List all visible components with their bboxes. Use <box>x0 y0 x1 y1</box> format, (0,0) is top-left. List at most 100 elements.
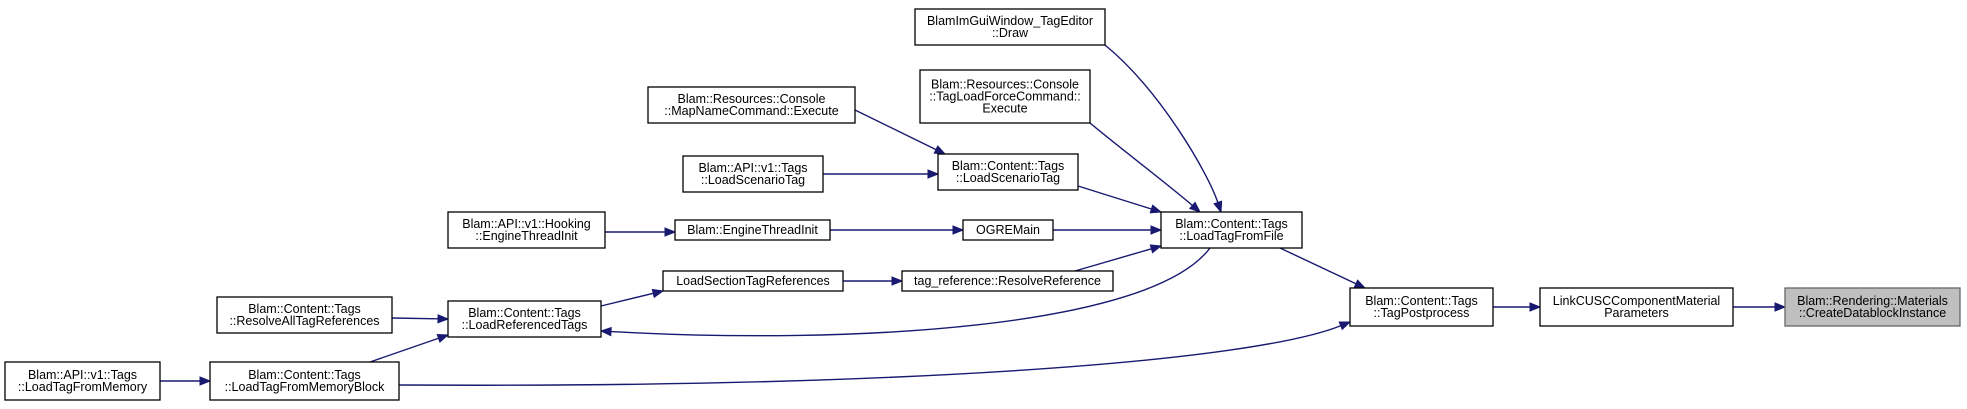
edge-tagpostprocess-to-linkcusc <box>1493 302 1542 312</box>
node-label-line: Blam::API::v1::Tags <box>28 368 137 382</box>
node-loadtagfromfile[interactable]: Blam::Content::Tags::LoadTagFromFile <box>1160 211 1303 249</box>
edge-line <box>1279 247 1357 285</box>
node-label-line: ::TagLoadForceCommand:: <box>929 90 1080 104</box>
edge-imgui-to-loadtagfromfile <box>1104 44 1223 214</box>
node-label-line: ::LoadTagFromMemory <box>18 380 148 394</box>
edge-arrowhead <box>437 314 450 324</box>
edge-line <box>398 325 1341 386</box>
node-box <box>1539 287 1734 327</box>
edge-arrowhead <box>933 145 947 155</box>
edge-arrowhead <box>952 225 965 235</box>
edge-line <box>600 292 654 307</box>
node-ogremain[interactable]: OGREMain <box>962 219 1054 241</box>
edge-tagloadforce-to-loadtagfromfile <box>1089 122 1202 213</box>
node-box <box>914 8 1106 46</box>
node-label-line: Blam::API::v1::Tags <box>698 161 807 175</box>
node-contentloadscenario[interactable]: Blam::Content::Tags::LoadScenarioTag <box>937 153 1079 191</box>
node-enginethreadinit[interactable]: Blam::EngineThreadInit <box>674 219 831 241</box>
node-mapname[interactable]: Blam::Resources::Console::MapNameCommand… <box>647 86 856 124</box>
node-label-line: BlamImGuiWindow_TagEditor <box>927 14 1093 28</box>
node-label-line: LoadSectionTagReferences <box>676 274 830 288</box>
node-label-line: ::EngineThreadInit <box>475 229 578 243</box>
node-label-line: ::LoadTagFromMemoryBlock <box>225 380 386 394</box>
edge-loadreferencedtags-to-loadsectiontagrefs <box>600 288 665 307</box>
node-tagpostprocess[interactable]: Blam::Content::Tags::TagPostprocess <box>1349 287 1494 327</box>
node-box <box>1160 211 1303 249</box>
node-box <box>682 155 824 193</box>
node-label-line: Blam::Rendering::Materials <box>1797 294 1948 308</box>
edge-loadtagfrommemoryblock-to-tagpostprocess <box>398 321 1352 386</box>
edge-loadtagfromfile-to-loadreferencedtags <box>599 247 1211 337</box>
node-label-line: Blam::API::v1::Hooking <box>462 217 591 231</box>
node-hooking[interactable]: Blam::API::v1::Hooking::EngineThreadInit <box>447 211 606 249</box>
node-tagloadforce[interactable]: Blam::Resources::Console::TagLoadForceCo… <box>919 69 1091 124</box>
node-box <box>447 211 606 249</box>
node-loadreferencedtags[interactable]: Blam::Content::Tags::LoadReferencedTags <box>447 300 602 338</box>
node-label-line: ::MapNameCommand::Execute <box>664 104 838 118</box>
node-box <box>4 361 161 401</box>
edge-arrowhead <box>1188 201 1202 213</box>
edge-line <box>854 109 937 151</box>
node-loadsectiontagrefs[interactable]: LoadSectionTagReferences <box>662 270 844 292</box>
node-box <box>647 86 856 124</box>
node-box <box>1349 287 1494 327</box>
node-label-line: Blam::Content::Tags <box>952 159 1065 173</box>
edge-resolvealltagrefs-to-loadreferencedtags <box>391 314 450 324</box>
edge-arrowhead <box>1774 302 1787 312</box>
edge-apiloadtagfrommemory-to-loadtagfrommemoryblock <box>160 376 212 386</box>
node-box <box>209 361 400 401</box>
edge-line <box>1074 248 1152 272</box>
node-label-line: Blam::Resources::Console <box>931 78 1079 92</box>
node-box <box>937 153 1079 191</box>
node-box <box>662 270 844 292</box>
edge-line <box>391 317 439 320</box>
node-box <box>447 300 602 338</box>
node-label-line: Execute <box>982 102 1027 116</box>
edge-arrowhead <box>651 288 665 299</box>
node-box <box>962 219 1054 241</box>
node-label-line: OGREMain <box>976 223 1040 237</box>
edge-arrowhead <box>1150 225 1163 235</box>
node-apiloadtagfrommemory[interactable]: Blam::API::v1::Tags::LoadTagFromMemory <box>4 361 161 401</box>
edge-linkcusc-to-createdatablock <box>1733 302 1787 312</box>
node-imgui[interactable]: BlamImGuiWindow_TagEditor::Draw <box>914 8 1106 46</box>
node-label-line: Blam::Content::Tags <box>468 306 581 320</box>
edge-line <box>369 337 439 363</box>
node-box <box>216 296 393 334</box>
edge-line <box>1089 122 1193 206</box>
node-resolvealltagrefs[interactable]: Blam::Content::Tags::ResolveAllTagRefere… <box>216 296 393 334</box>
edge-loadsectiontagrefs-to-resolvereference <box>843 276 904 286</box>
edge-contentloadscenario-to-loadtagfromfile <box>1077 185 1163 214</box>
edge-arrowhead <box>1529 302 1542 312</box>
edge-apiloadscenario-to-contentloadscenario <box>823 169 940 179</box>
edge-loadtagfrommemoryblock-to-loadreferencedtags <box>369 333 450 363</box>
node-label-line: LinkCUSCComponentMaterial <box>1553 294 1720 308</box>
edge-arrowhead <box>199 376 212 386</box>
node-label-line: ::Draw <box>992 26 1029 40</box>
node-label-line: Blam::Resources::Console <box>678 92 826 106</box>
edge-arrowhead <box>1149 244 1163 254</box>
edge-resolvereference-to-loadtagfromfile <box>1074 244 1163 272</box>
node-createdatablock[interactable]: Blam::Rendering::Materials::CreateDatabl… <box>1784 287 1961 327</box>
edge-arrowhead <box>1338 321 1352 331</box>
node-label-line: Parameters <box>1604 306 1669 320</box>
node-label-line: Blam::Content::Tags <box>1175 217 1288 231</box>
node-label-line: ::TagPostprocess <box>1374 306 1470 320</box>
edge-arrowhead <box>1149 204 1163 214</box>
node-label-line: ::LoadTagFromFile <box>1179 229 1283 243</box>
edge-loadtagfromfile-to-tagpostprocess <box>1279 247 1367 289</box>
node-box <box>674 219 831 241</box>
node-loadtagfrommemoryblock[interactable]: Blam::Content::Tags::LoadTagFromMemoryBl… <box>209 361 400 401</box>
node-label-line: Blam::Content::Tags <box>248 302 361 316</box>
node-apiloadscenario[interactable]: Blam::API::v1::Tags::LoadScenarioTag <box>682 155 824 193</box>
edge-ogremain-to-loadtagfromfile <box>1053 225 1163 235</box>
node-box <box>901 270 1114 292</box>
node-label-line: ::CreateDatablockInstance <box>1799 306 1946 320</box>
edge-enginethreadinit-to-ogremain <box>830 225 965 235</box>
node-resolvereference[interactable]: tag_reference::ResolveReference <box>901 270 1114 292</box>
node-label-line: ::ResolveAllTagReferences <box>229 314 379 328</box>
node-label-line: Blam::Content::Tags <box>1365 294 1478 308</box>
edge-line <box>1104 44 1219 203</box>
